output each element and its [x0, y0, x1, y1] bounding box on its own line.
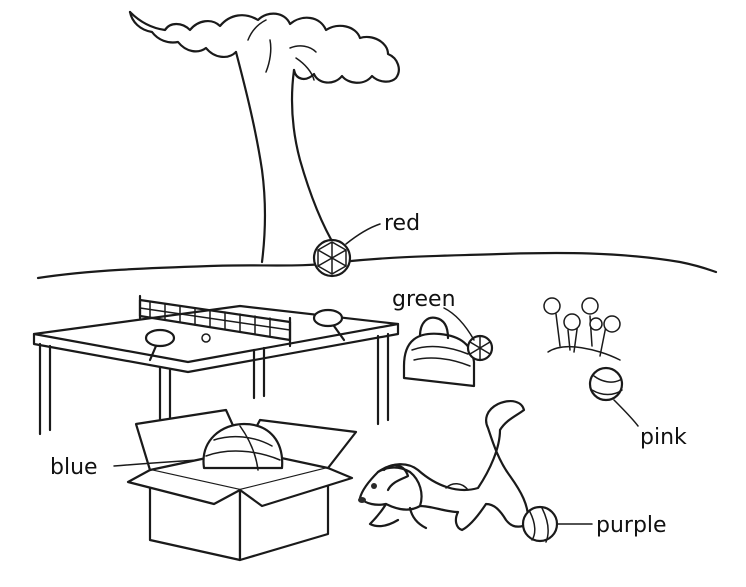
blue-ball — [202, 422, 284, 471]
flowers — [543, 297, 621, 361]
table-edge — [32, 322, 400, 374]
dog — [358, 400, 530, 532]
tree-canopy-left — [128, 10, 238, 58]
tree-branch-right — [289, 45, 317, 81]
ground-line — [36, 251, 718, 280]
red-pointer-line — [345, 223, 381, 245]
bat-right — [312, 308, 346, 342]
blue-pointer-line — [113, 459, 199, 467]
table-net-mesh — [139, 301, 291, 337]
dog-ear — [382, 464, 410, 492]
table-tennis-table — [32, 294, 400, 468]
bag — [402, 316, 476, 388]
table-legs — [38, 332, 390, 468]
pink-pointer-line — [613, 399, 639, 427]
green-ball — [466, 334, 494, 362]
label-red: red — [384, 211, 420, 236]
tree-canopy — [128, 10, 400, 84]
tree-branch-left — [247, 19, 272, 73]
label-pink: pink — [640, 425, 687, 450]
dog-head — [358, 466, 423, 511]
tree — [128, 10, 400, 264]
label-blue: blue — [50, 455, 98, 480]
red-ball — [312, 238, 352, 278]
box-flap-left — [126, 468, 242, 506]
box-flap-right — [238, 466, 354, 508]
dog-front-legs — [368, 502, 428, 530]
label-purple: purple — [596, 513, 667, 538]
bat-left — [144, 328, 176, 362]
label-green: green — [392, 287, 456, 312]
pink-ball — [588, 366, 624, 402]
table-net-post — [138, 294, 292, 348]
dog-spots — [445, 483, 469, 491]
ping-pong-ball — [201, 333, 211, 343]
dog-eye — [371, 483, 377, 489]
green-pointer-line — [443, 307, 475, 341]
dog-nose — [358, 497, 366, 503]
purple-ball — [521, 505, 559, 543]
tree-trunk-left — [234, 50, 267, 264]
tree-trunk-right — [290, 68, 338, 250]
